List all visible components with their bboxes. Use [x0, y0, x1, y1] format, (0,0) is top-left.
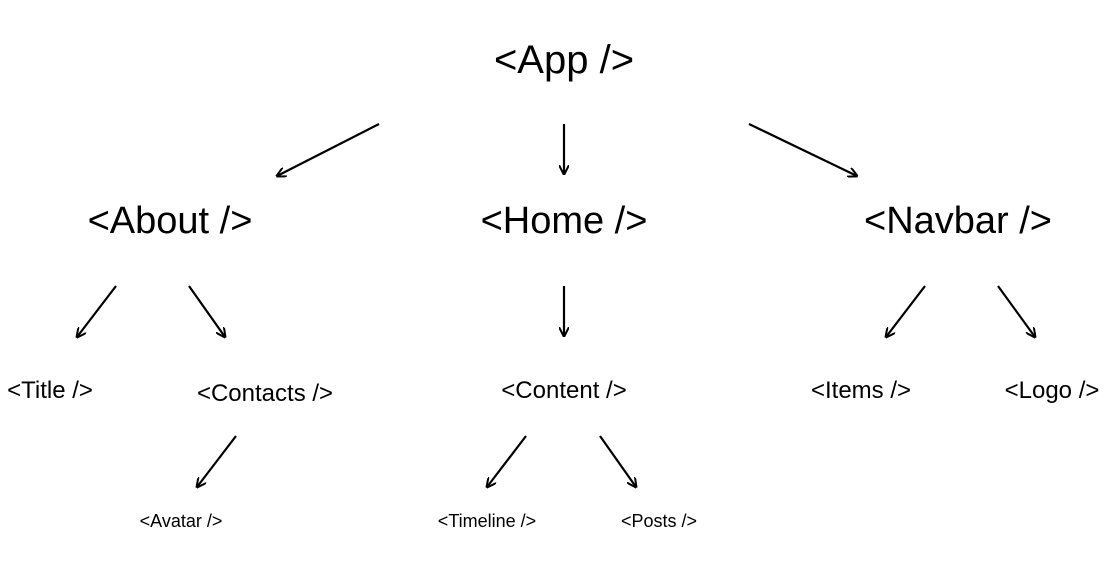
arrow-navbar-to-items [886, 285, 926, 337]
arrow-contacts-to-avatar [197, 435, 237, 487]
node-items: <Items /> [810, 377, 912, 404]
arrow-about-to-title [77, 285, 117, 337]
node-navbar: <Navbar /> [864, 200, 1052, 242]
node-content: <Content /> [501, 377, 627, 404]
node-contacts: <Contacts /> [196, 380, 334, 407]
arrow-about-to-contacts [188, 285, 225, 337]
node-timeline: <Timeline /> [437, 511, 537, 531]
arrow-content-to-posts [599, 435, 636, 487]
node-logo: <Logo /> [1004, 377, 1100, 404]
arrow-app-to-about [277, 123, 380, 176]
arrow-content-to-timeline [487, 435, 527, 487]
node-app: <App /> [493, 38, 635, 82]
arrow-app-to-navbar [748, 123, 857, 176]
node-about: <About /> [87, 200, 253, 242]
node-avatar: <Avatar /> [139, 511, 223, 531]
arrow-navbar-to-logo [997, 285, 1035, 337]
node-posts: <Posts /> [620, 511, 698, 531]
node-home: <Home /> [480, 200, 648, 242]
node-title: <Title /> [7, 377, 93, 404]
